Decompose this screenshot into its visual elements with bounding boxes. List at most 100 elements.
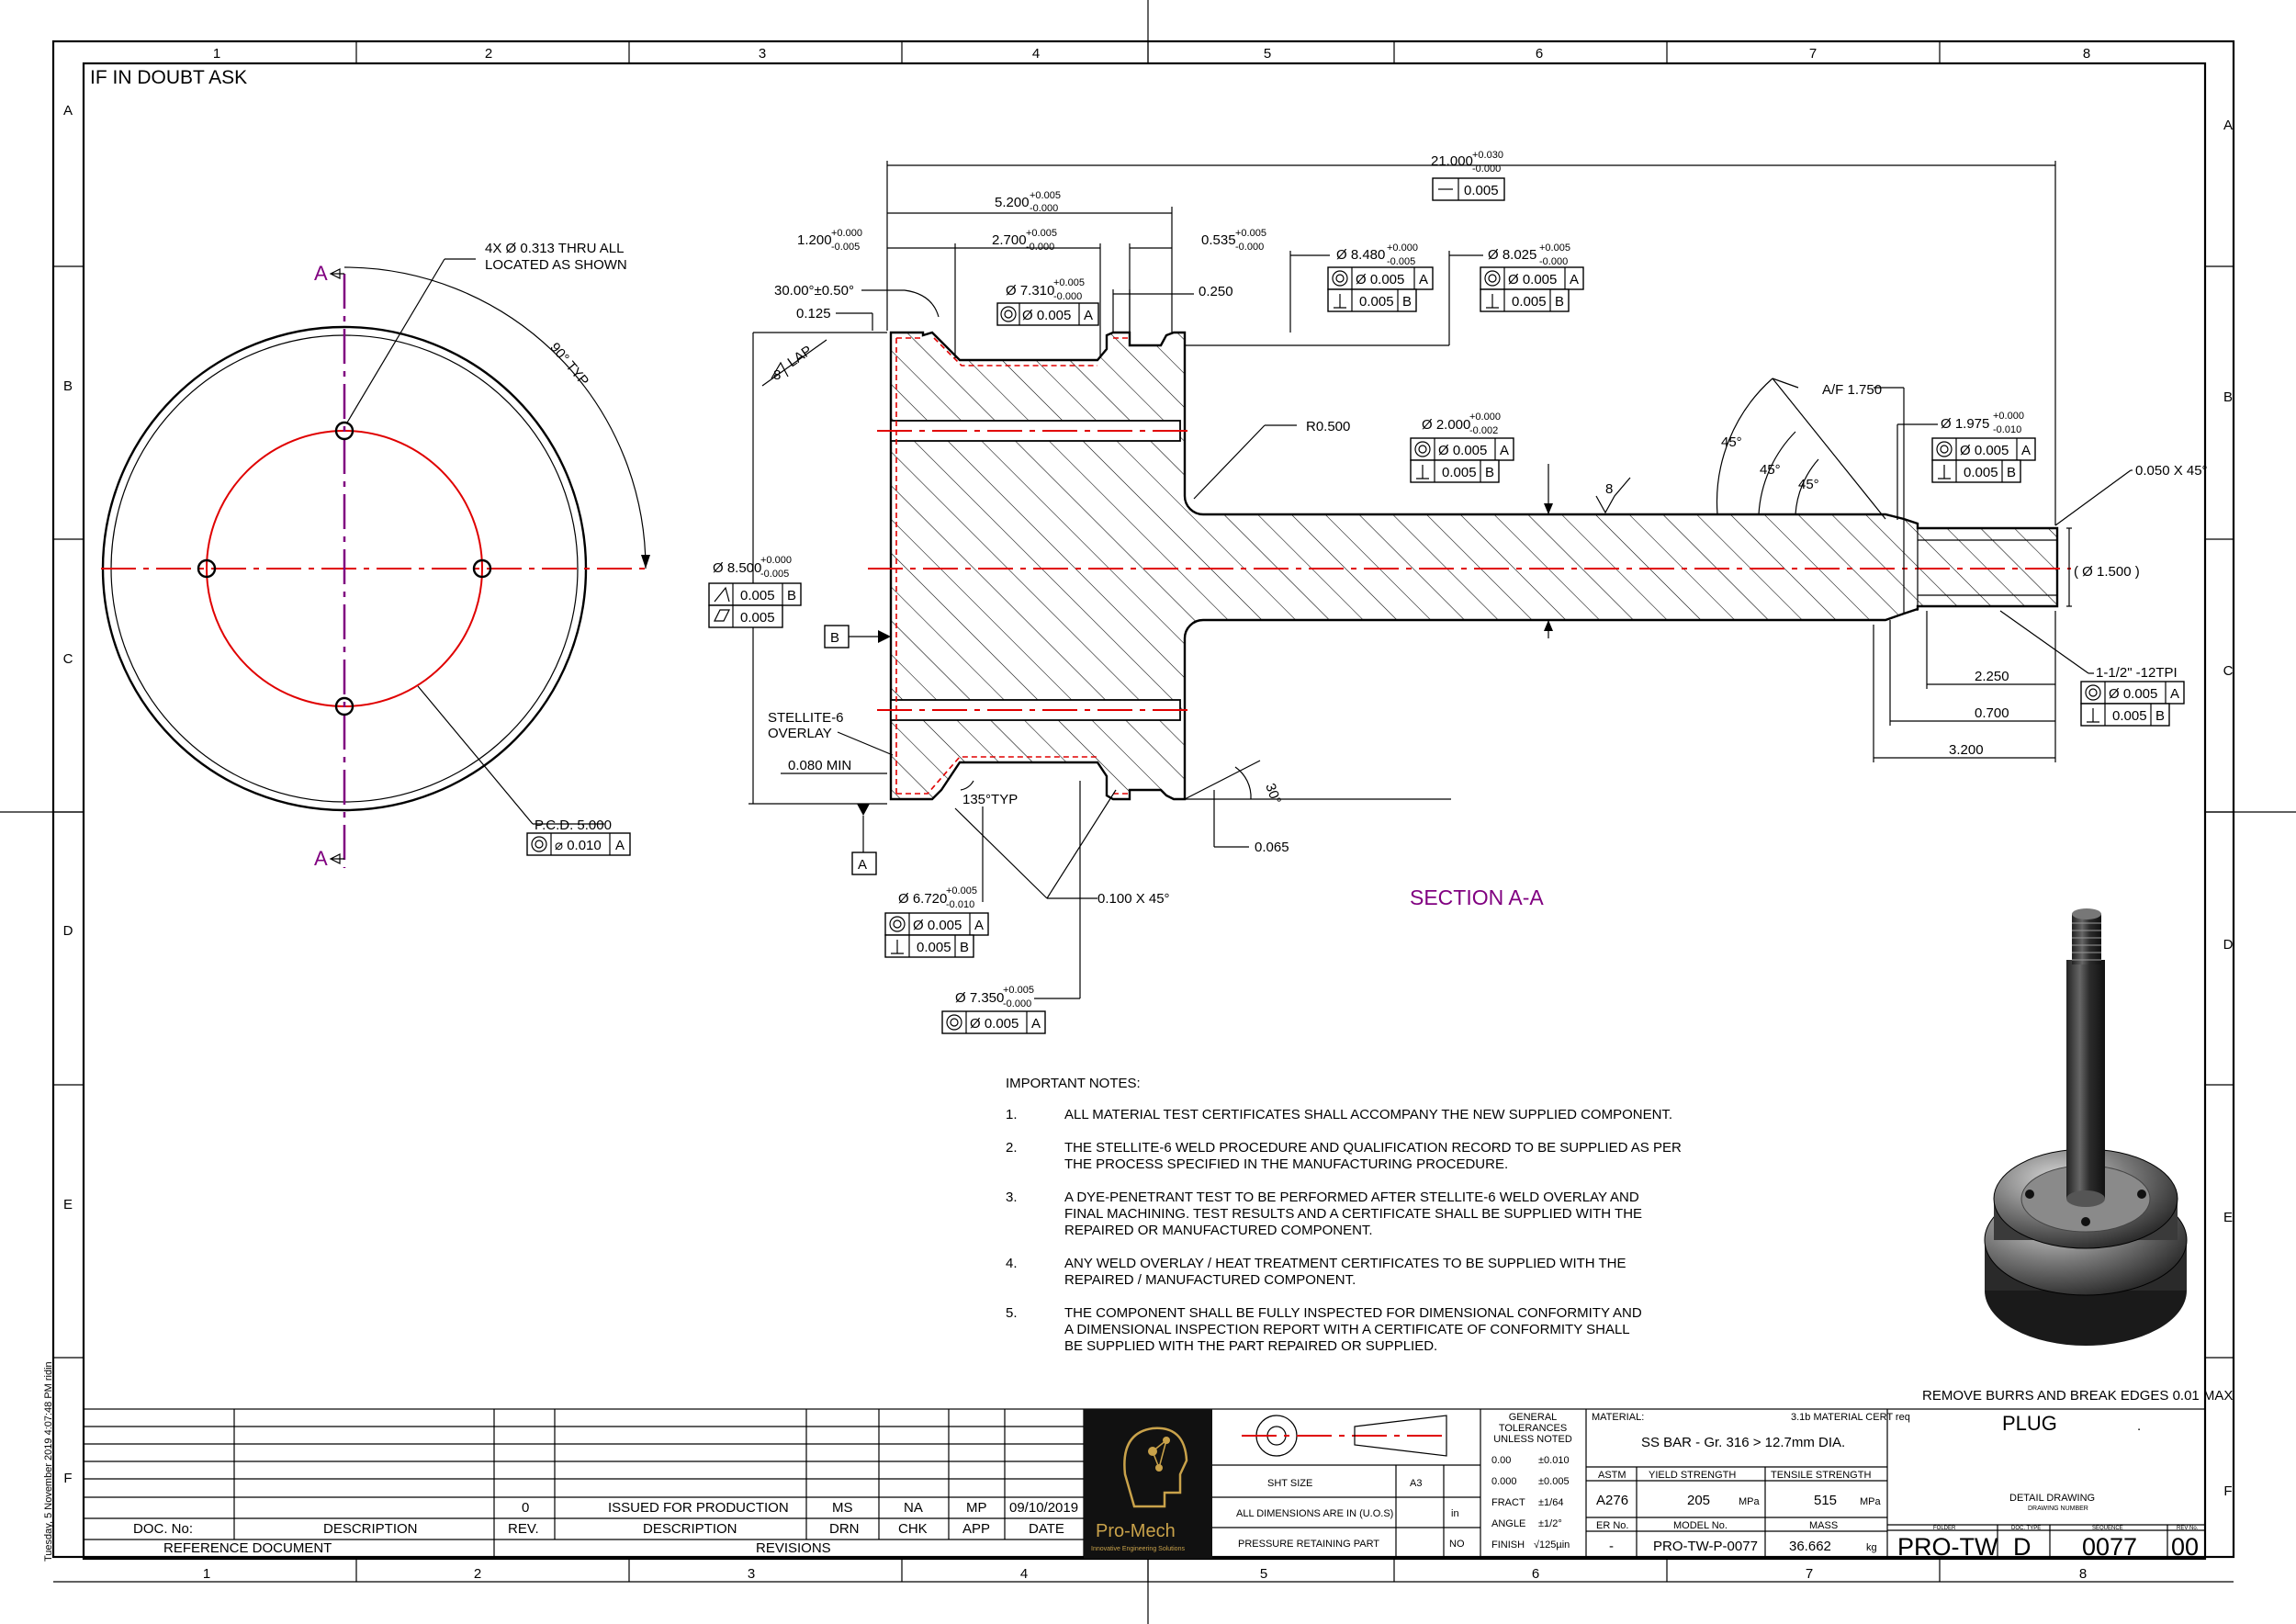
zone-col-bottom-7: 7	[1806, 1566, 1813, 1582]
header-folder: FOLDER	[1933, 1526, 1956, 1531]
dia-7350-fcf: Ø 0.005	[970, 1016, 1019, 1032]
angle-30: 30°	[1262, 782, 1284, 806]
datum-a: A	[858, 857, 867, 873]
header-rev: REV.	[508, 1521, 539, 1537]
rev-value: 00	[2171, 1533, 2199, 1561]
dia-7310-fcf: Ø 0.005	[1022, 308, 1071, 323]
dia-8480-fcf2: 0.005	[1359, 294, 1394, 310]
lap-finish: 8	[773, 367, 781, 383]
angle-135: 135°TYP	[962, 792, 1018, 807]
dia-8500-fcf1-datum: B	[787, 588, 796, 603]
bolt-hole-left	[197, 558, 217, 579]
tensile-unit: MPa	[1860, 1496, 1882, 1507]
dia-6720-fcf1: Ø 0.005	[913, 918, 962, 933]
zone-col-top-8: 8	[2083, 46, 2090, 62]
zone-row-right-F: F	[2223, 1483, 2232, 1499]
dia-8025-fcf1-datum: A	[1570, 272, 1579, 288]
header-astm: ASTM	[1598, 1470, 1626, 1481]
header-rev-no: REV No.	[2177, 1526, 2199, 1531]
header-revisions: REVISIONS	[756, 1540, 831, 1556]
section-letter-top: A	[314, 262, 328, 285]
tolerance-row-2-value: ±0.005	[1538, 1476, 1570, 1487]
dim-5200-plus: +0.005	[1030, 190, 1061, 201]
header-yield: YIELD STRENGTH	[1649, 1470, 1736, 1481]
mass-unit: kg	[1866, 1542, 1877, 1553]
dim-0065: 0.065	[1255, 840, 1289, 855]
doc-type-value: D	[2013, 1533, 2032, 1561]
sequence-value: 0077	[2082, 1533, 2137, 1561]
material-label: MATERIAL:	[1592, 1412, 1644, 1423]
header-description: DESCRIPTION	[323, 1521, 418, 1537]
sheet-size-label: SHT SIZE	[1267, 1478, 1312, 1489]
rev-description: ISSUED FOR PRODUCTION	[608, 1500, 789, 1516]
header-date: DATE	[1029, 1521, 1064, 1537]
header-app: APP	[962, 1521, 990, 1537]
note-4-num: 4.	[1006, 1256, 1018, 1271]
tolerance-row-4-label: ANGLE	[1491, 1518, 1525, 1529]
pcd-datum: A	[615, 838, 625, 853]
note-4-line-2: REPAIRED / MANUFACTURED COMPONENT.	[1064, 1272, 1356, 1288]
dim-0080: 0.080 MIN	[788, 758, 851, 773]
dia-1975-fcf2: 0.005	[1964, 465, 1998, 480]
rev-date: 09/10/2019	[1009, 1500, 1078, 1516]
dim-0535-plus: +0.005	[1235, 228, 1266, 239]
dim-1200-plus: +0.000	[831, 228, 862, 239]
zone-row-left-A: A	[63, 103, 73, 118]
dim-2700: 2.700	[992, 232, 1027, 248]
dia-8480: Ø 8.480	[1336, 247, 1385, 263]
dia-8480-fcf1-datum: A	[1419, 272, 1428, 288]
zone-row-right-B: B	[2223, 389, 2233, 405]
section-title: SECTION A-A	[1410, 885, 1544, 909]
tolerance-row-2-label: 0.000	[1491, 1476, 1517, 1487]
dia-8480-minus: -0.005	[1387, 256, 1415, 267]
note-3-line-3: REPAIRED OR MANUFACTURED COMPONENT.	[1064, 1223, 1373, 1238]
pcd-tolerance: ⌀ 0.010	[555, 838, 602, 853]
zone-col-bottom-5: 5	[1260, 1566, 1267, 1582]
dim-overall-length-plus: +0.030	[1472, 150, 1503, 161]
tolerance-heading-3: UNLESS NOTED	[1493, 1434, 1572, 1445]
zone-row-right-A: A	[2223, 118, 2233, 133]
note-4-line-1: ANY WELD OVERLAY / HEAT TREATMENT CERTIF…	[1064, 1256, 1626, 1271]
zone-col-top-2: 2	[485, 46, 492, 62]
note-1-num: 1.	[1006, 1107, 1018, 1122]
plot-stamp: Tuesday, 5 November 2019 4:07:48 PM ridi…	[43, 1361, 54, 1562]
header-model: MODEL No.	[1673, 1520, 1728, 1531]
dim-5200-minus: -0.000	[1030, 203, 1058, 214]
company-logo: Pro-Mech Innovative Engineering Solution…	[1084, 1409, 1212, 1559]
note-2-line-1: THE STELLITE-6 WELD PROCEDURE AND QUALIF…	[1064, 1140, 1682, 1156]
dia-2000: Ø 2.000	[1422, 417, 1470, 433]
drawing-type: DETAIL DRAWING	[2009, 1493, 2095, 1504]
dia-1975-minus: -0.010	[1993, 424, 2021, 435]
pressure-label: PRESSURE RETAINING PART	[1238, 1539, 1379, 1550]
angle-45-b: 45°	[1760, 462, 1781, 478]
tolerance-row-3-label: FRACT	[1491, 1497, 1525, 1508]
dia-8025-fcf2-datum: B	[1555, 294, 1564, 310]
note-3-num: 3.	[1006, 1190, 1018, 1205]
shaft-finish: 8	[1605, 481, 1613, 497]
hole-note-line-2: LOCATED AS SHOWN	[485, 257, 627, 273]
dia-6720-fcf2-datum: B	[960, 940, 969, 955]
dia-8500-fcf2: 0.005	[740, 610, 775, 626]
dia-6720-fcf2: 0.005	[917, 940, 951, 955]
zone-row-left-F: F	[63, 1471, 72, 1486]
hole-note-line-1: 4X Ø 0.313 THRU ALL	[485, 241, 624, 256]
dia-8500-minus: -0.005	[760, 569, 789, 580]
note-5-line-2: A DIMENSIONAL INSPECTION REPORT WITH A C…	[1064, 1322, 1630, 1337]
dia-6720-minus: -0.010	[946, 899, 974, 910]
tolerance-row-5-label: FINISH	[1491, 1539, 1525, 1551]
angle-45-a: 45°	[1721, 434, 1742, 450]
tolerance-heading-1: GENERAL	[1509, 1412, 1558, 1423]
overall-flatness: 0.005	[1464, 183, 1499, 198]
dia-6720: Ø 6.720	[898, 891, 947, 907]
dia-2000-minus: -0.002	[1469, 425, 1498, 436]
thread-fcf2-datum: B	[2155, 708, 2165, 724]
dia-2000-fcf1-datum: A	[1500, 443, 1509, 458]
dia-2000-fcf2: 0.005	[1442, 465, 1477, 480]
header-doc-type: DOC. TYPE	[2011, 1526, 2041, 1531]
across-flats: A/F 1.750	[1822, 382, 1882, 398]
front-view: A A 90° TYP 4X Ø 0.313 THRU ALL LOCATED …	[101, 241, 650, 870]
dim-5200: 5.200	[995, 195, 1030, 210]
dia-8025-plus: +0.005	[1539, 242, 1570, 254]
end-chamfer: 0.050 X 45°	[2135, 463, 2208, 479]
section-view: 21.000 +0.030 -0.000 0.005 5.200 +0.005 …	[708, 150, 2208, 1034]
